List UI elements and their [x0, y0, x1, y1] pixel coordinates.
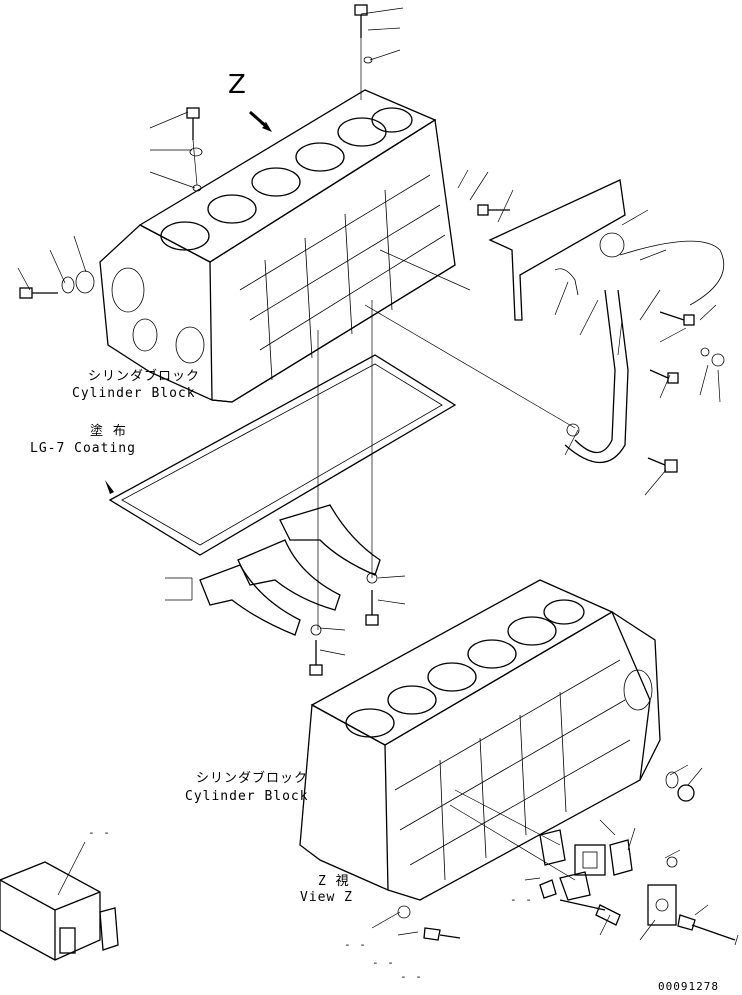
- view-label-jp: Z 視: [318, 874, 350, 889]
- coating-label-en: LG-7 Coating: [30, 441, 136, 456]
- view-z-arrow: [249, 110, 272, 132]
- view-label-en: View Z: [300, 890, 353, 905]
- alignment-lines: [192, 38, 576, 630]
- dash-label-2: - -: [344, 938, 367, 951]
- lower-block-label-en: Cylinder Block: [185, 789, 309, 804]
- coating-arrow: [105, 480, 114, 494]
- upper-block-label-jp: シリンダブロック: [88, 369, 201, 384]
- part-number: 00091278: [658, 980, 719, 993]
- lower-cylinder-block: [299, 579, 661, 901]
- callout-leaders-lower: [371, 764, 739, 946]
- callout-leaders-upper: [17, 7, 721, 656]
- tool-dash-label: - -: [88, 826, 111, 839]
- upper-block-label-en: Cylinder Block: [72, 386, 196, 401]
- dash-label-1: - -: [510, 893, 533, 906]
- lower-hardware: [397, 771, 736, 941]
- special-tool: [0, 841, 119, 961]
- oil-pan-gasket: [108, 354, 457, 556]
- dash-label-4: - -: [400, 970, 423, 983]
- view-letter: Z: [228, 70, 246, 100]
- main-bearing-caps: [165, 504, 381, 636]
- dash-label-3: - -: [372, 956, 395, 969]
- dipstick-tube-assembly: [488, 179, 725, 464]
- bolts-and-washers: [19, 4, 725, 676]
- lower-block-label-jp: シリンダブロック: [196, 771, 309, 786]
- coating-label-jp: 塗 布: [90, 424, 127, 439]
- upper-cylinder-block: [99, 89, 456, 403]
